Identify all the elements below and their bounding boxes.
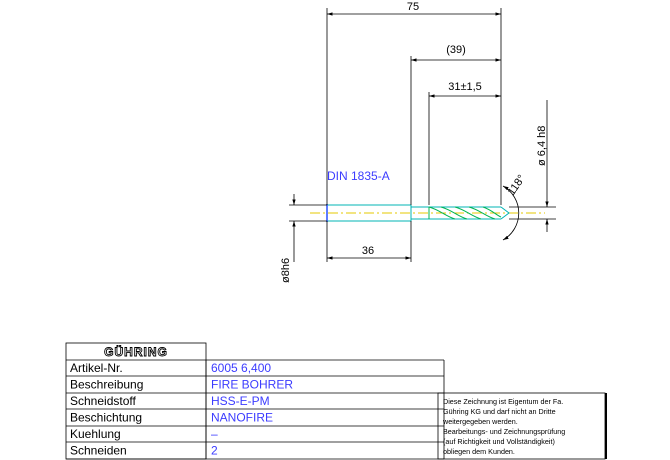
svg-text:weitergegeben werden.: weitergegeben werden. <box>442 417 518 426</box>
title-block-label: Schneidstoff <box>70 394 136 408</box>
svg-text:Bearbeitungs- und Zeichnungspr: Bearbeitungs- und Zeichnungsprüfung <box>443 427 565 436</box>
company-logo: GÜHRING <box>104 344 168 359</box>
dim-tool-diameter: ø 6,4 h8 <box>536 126 548 166</box>
title-block: GÜHRING Artikel-Nr. 6005 6,400Beschreibun… <box>65 342 607 460</box>
title-block-value: 2 <box>211 444 218 458</box>
svg-text:Diese Zeichnung ist Eigentum d: Diese Zeichnung ist Eigentum der Fa. <box>443 397 563 406</box>
svg-text:obliegen dem Kunden.: obliegen dem Kunden. <box>443 447 515 456</box>
dim-shank-diameter: ø8h6 <box>280 258 292 283</box>
title-block-value: 6005 6,400 <box>211 361 271 375</box>
shank-standard-label: DIN 1835-A <box>327 169 390 183</box>
dim-cutting-length: 31±1,5 <box>448 81 482 93</box>
point-angle-arc <box>502 185 520 241</box>
svg-text:(auf Richtigkeit und Vollständ: (auf Richtigkeit und Vollständigkeit) <box>443 437 555 446</box>
dim-shank-length: 36 <box>362 245 374 257</box>
title-block-label: Beschreibung <box>70 378 143 392</box>
svg-text:Gühring KG und darf nicht an D: Gühring KG und darf nicht an Dritte <box>443 407 556 416</box>
title-block-label: Beschichtung <box>70 411 142 425</box>
title-block-value: NANOFIRE <box>211 411 273 425</box>
title-block-value: – <box>211 427 218 441</box>
ownership-note: Diese Zeichnung ist Eigentum der Fa. Güh… <box>442 397 565 456</box>
dim-overall-length: 75 <box>407 1 419 13</box>
title-block-value: FIRE BOHRER <box>211 378 293 392</box>
title-block-value: HSS-E-PM <box>211 394 270 408</box>
title-block-label: Schneiden <box>70 444 127 458</box>
dim-flute-length: (39) <box>446 44 466 56</box>
dimensions <box>289 8 556 262</box>
flute-lines <box>428 206 502 220</box>
title-block-label: Kuehlung <box>70 427 121 441</box>
title-block-label: Artikel-Nr. <box>70 361 123 375</box>
dim-point-angle: 118° <box>506 173 528 198</box>
note-box-shadow <box>605 393 607 459</box>
